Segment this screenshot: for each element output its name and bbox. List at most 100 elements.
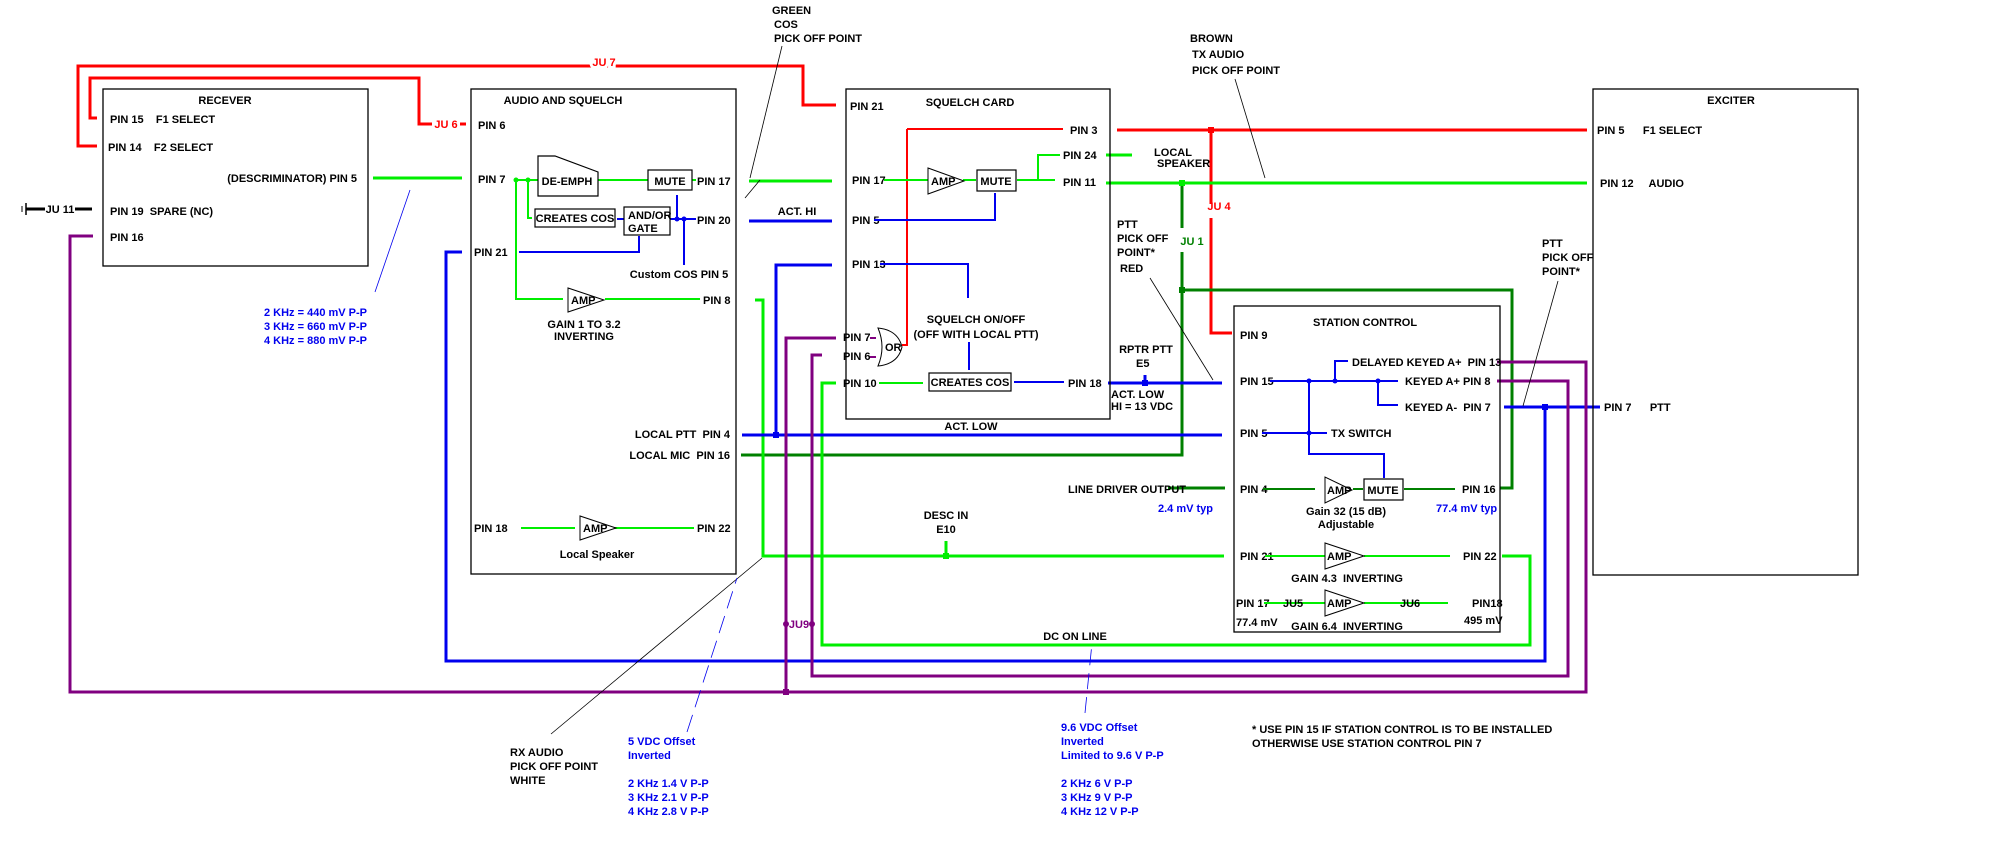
sc-wire-pin13 — [880, 263, 969, 298]
junction — [773, 432, 779, 438]
st-mute-block — [1363, 478, 1404, 501]
ju9-dot-right — [809, 621, 815, 627]
local-speaker-ext-2: SPEAKER — [1157, 158, 1210, 170]
as-pin17: PIN 17 — [697, 176, 731, 188]
wire-pin21-loop — [444, 250, 1547, 663]
st-amp-triangle-1 — [1324, 476, 1354, 504]
sc-pin7: PIN 7 — [843, 332, 871, 344]
as-mute-block — [647, 169, 693, 191]
st-gain43: GAIN 4.3 INVERTING — [1291, 573, 1403, 585]
rptr-ptt-label: RPTR PTT — [1119, 344, 1173, 356]
as-pin8: PIN 8 — [703, 295, 731, 307]
wire-ju7 — [76, 64, 836, 148]
custom-cos-label: Custom COS PIN 5 — [630, 269, 728, 281]
local-speaker-ext-1: LOCAL — [1154, 147, 1192, 159]
dc-offset-2: Inverted — [1061, 736, 1104, 748]
rx-audio-3: WHITE — [510, 775, 545, 787]
receiver-box — [102, 88, 369, 267]
as-local-mic: LOCAL MIC PIN 16 — [629, 450, 730, 462]
ptt-red-4: RED — [1120, 263, 1143, 275]
sc-creates-cos-block — [928, 372, 1012, 392]
ptt-red-1: PTT — [1117, 219, 1138, 231]
receiver-pin5: (DESCRIMINATOR) PIN 5 — [227, 173, 357, 185]
station-control-box — [1233, 305, 1501, 633]
green-cos-leader — [749, 45, 783, 179]
st-mute-label: MUTE — [1367, 485, 1398, 497]
wire-pin7-purple — [784, 336, 836, 692]
exciter-box — [1592, 88, 1859, 576]
squelch-onoff-1: SQUELCH ON/OFF — [927, 314, 1026, 326]
receiver-pin15: PIN 15 F1 SELECT — [110, 114, 215, 126]
junction — [1375, 378, 1381, 384]
ptt-red-3: POINT* — [1117, 247, 1156, 259]
wire-pin16-receiver — [68, 234, 1588, 694]
exciter-pin12: PIN 12 AUDIO — [1600, 178, 1684, 190]
receiver-title: RECEVER — [198, 95, 251, 107]
receiver-pin16: PIN 16 — [110, 232, 144, 244]
or-gate — [877, 327, 903, 367]
ju1-label: JU 1 — [1180, 236, 1203, 248]
sc-pin5: PIN 5 — [852, 215, 880, 227]
ju9-dot-left — [783, 621, 789, 627]
dc-offset-7: 4 KHz 12 V P-P — [1061, 806, 1139, 818]
squelch-onoff-2: (OFF WITH LOCAL PTT) — [913, 329, 1038, 341]
local-speaker-amp-triangle — [579, 515, 618, 541]
as-pin20: PIN 20 — [697, 215, 731, 227]
sc-wire-pin5 — [874, 193, 996, 221]
dc-offset-leader — [1084, 642, 1093, 714]
st-wire-delayed — [1334, 360, 1348, 381]
as-pin22: PIN 22 — [697, 523, 731, 535]
as-local-ptt: LOCAL PTT PIN 4 — [635, 429, 731, 441]
sc-amp-label: AMP — [931, 176, 955, 188]
local-speaker-label: Local Speaker — [560, 549, 635, 561]
act-low-2-label: ACT. LOW — [1111, 389, 1165, 401]
as-wire-cos — [527, 180, 532, 219]
e10-label: E10 — [936, 524, 956, 536]
st-pin5: PIN 5 — [1240, 428, 1268, 440]
exciter-pin7: PIN 7 PTT — [1604, 402, 1671, 414]
disc-leader — [374, 189, 411, 293]
junction — [943, 553, 949, 559]
st-pin15: PIN 15 — [1240, 376, 1274, 388]
st-amp-triangle-3 — [1324, 589, 1366, 617]
st-mv-in: 77.4 mV — [1236, 617, 1278, 629]
st-pin13: DELAYED KEYED A+ PIN 13 — [1352, 357, 1501, 369]
line-driver-label: LINE DRIVER OUTPUT — [1068, 484, 1186, 496]
st-mv-out: 495 mV — [1464, 615, 1503, 627]
dc-on-line-label: DC ON LINE — [1043, 631, 1107, 643]
ptt-red-leader — [1149, 277, 1214, 381]
sc-pin13: PIN 13 — [852, 259, 886, 271]
wire-ju1-b — [741, 252, 1184, 457]
junction — [1332, 378, 1338, 384]
rx-audio-leader — [550, 557, 763, 735]
and-or-label-2: GATE — [628, 223, 658, 235]
rx-audio-2: PICK OFF POINT — [510, 761, 598, 773]
footnote-1: * USE PIN 15 IF STATION CONTROL IS TO BE… — [1252, 724, 1552, 736]
e5-label: E5 — [1136, 358, 1149, 370]
sc-wire-pin24 — [1037, 154, 1060, 180]
rx-offset-6: 4 KHz 2.8 V P-P — [628, 806, 709, 818]
junction — [1179, 287, 1185, 293]
rx-offset-leader — [686, 577, 738, 733]
station-control-title: STATION CONTROL — [1313, 317, 1417, 329]
junction — [1306, 430, 1312, 436]
as-creates-cos-label: CREATES COS — [536, 213, 615, 225]
ju6-label: JU 6 — [434, 119, 457, 131]
wire-pin13 — [774, 263, 832, 435]
footnote-2: OTHERWISE USE STATION CONTROL PIN 7 — [1252, 738, 1482, 750]
squelch-card-title: SQUELCH CARD — [926, 97, 1015, 109]
sc-pin3: PIN 3 — [1070, 125, 1098, 137]
tx-audio-pickoff-label: PICK OFF POINT — [1192, 65, 1280, 77]
junction — [674, 216, 680, 222]
st-amp-label-2: AMP — [1327, 551, 1351, 563]
st-gain32-1: Gain 32 (15 dB) — [1306, 506, 1386, 518]
as-pin18: PIN 18 — [474, 523, 508, 535]
sc-pin18: PIN 18 — [1068, 378, 1102, 390]
rx-offset-5: 3 KHz 2.1 V P-P — [628, 792, 709, 804]
ju9-label: JU9 — [789, 619, 809, 631]
as-amp-label: AMP — [571, 295, 595, 307]
st-amp-label-1: AMP — [1327, 485, 1351, 497]
gain-label-1: GAIN 1 TO 3.2 — [547, 319, 620, 331]
sc-pin17: PIN 17 — [852, 175, 886, 187]
